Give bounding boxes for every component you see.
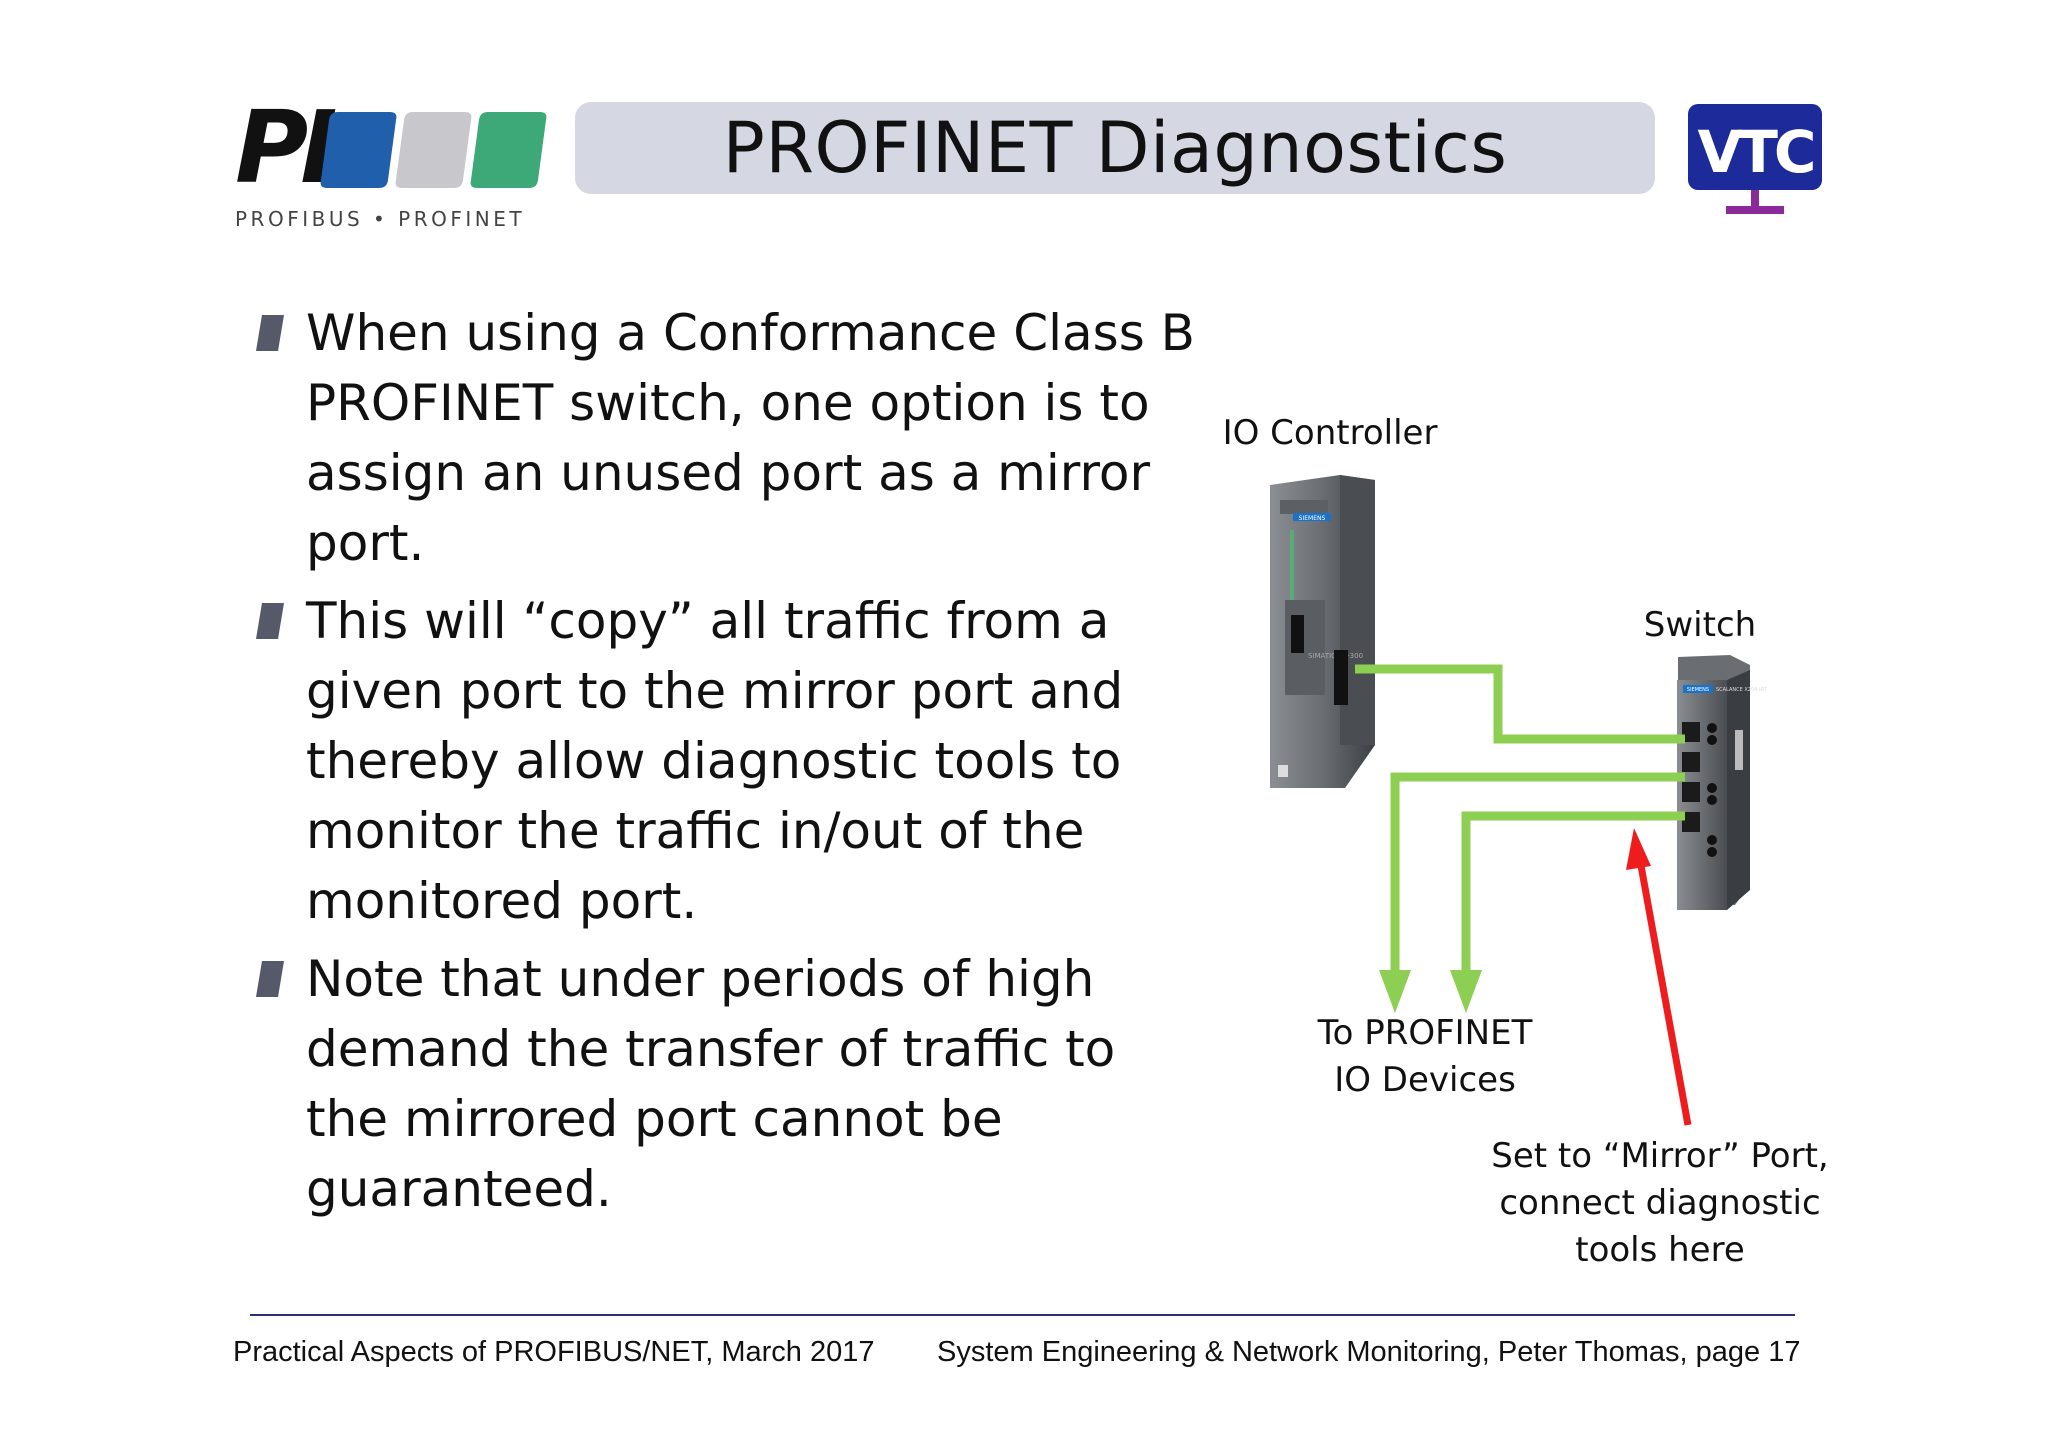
to-devices-label: To PROFINET IO Devices <box>1317 1013 1533 1100</box>
vtc-logo-text: VTC <box>1697 118 1812 186</box>
bullet-item: When using a Conformance Class B PROFINE… <box>250 298 1200 578</box>
arrow-down-icon <box>1450 970 1482 1013</box>
network-cables <box>1355 664 1685 972</box>
switch-brand: SIEMENS <box>1687 687 1709 693</box>
bullet-text: This will “copy” all traffic from a give… <box>306 592 1124 930</box>
network-diagram: IO Controller Switch SIEMENS SIMATIC S7 <box>1190 400 1850 1300</box>
mirror-port-arrow <box>1636 859 1692 1126</box>
footer-left: Practical Aspects of PROFIBUS/NET, March… <box>233 1336 875 1368</box>
io-controller-label: IO Controller <box>1222 413 1438 453</box>
vtc-logo: VTC <box>1688 104 1822 214</box>
switch-label: Switch <box>1643 605 1757 645</box>
page-title: PROFINET Diagnostics <box>722 107 1508 189</box>
bullet-text: When using a Conformance Class B PROFINE… <box>306 304 1195 572</box>
footer-right: System Engineering & Network Monitoring,… <box>937 1336 1801 1368</box>
title-bar <box>575 102 1655 194</box>
footer-divider <box>250 1314 1795 1316</box>
bullet-square-icon <box>256 603 284 639</box>
bullet-list: When using a Conformance Class B PROFINE… <box>250 298 1200 1232</box>
bullet-item: Note that under periods of high demand t… <box>250 944 1200 1224</box>
logo-pi-text: PI <box>235 100 336 206</box>
logo-subtitle: PROFIBUS • PROFINET <box>235 207 525 231</box>
arrow-down-icon <box>1379 970 1411 1013</box>
switch-device: SIEMENS SCALANCE X204-IRT <box>1677 655 1768 910</box>
controller-brand: SIEMENS <box>1299 515 1326 522</box>
arrow-up-icon <box>1626 828 1651 870</box>
switch-model: SCALANCE X204-IRT <box>1716 687 1768 693</box>
diagram-graphics: SIEMENS SIMATIC S7-300 SIEMENS SCALANCE … <box>1270 475 1768 1126</box>
bullet-square-icon <box>256 315 284 351</box>
mirror-port-label: Set to “Mirror” Port, connect diagnostic… <box>1491 1136 1829 1270</box>
bullet-text: Note that under periods of high demand t… <box>306 950 1116 1218</box>
io-controller-device: SIEMENS SIMATIC S7-300 <box>1270 475 1375 788</box>
profibus-profinet-logo: PI PROFIBUS • PROFINET <box>235 100 547 231</box>
bullet-square-icon <box>256 961 284 997</box>
bullet-item: This will “copy” all traffic from a give… <box>250 586 1200 936</box>
